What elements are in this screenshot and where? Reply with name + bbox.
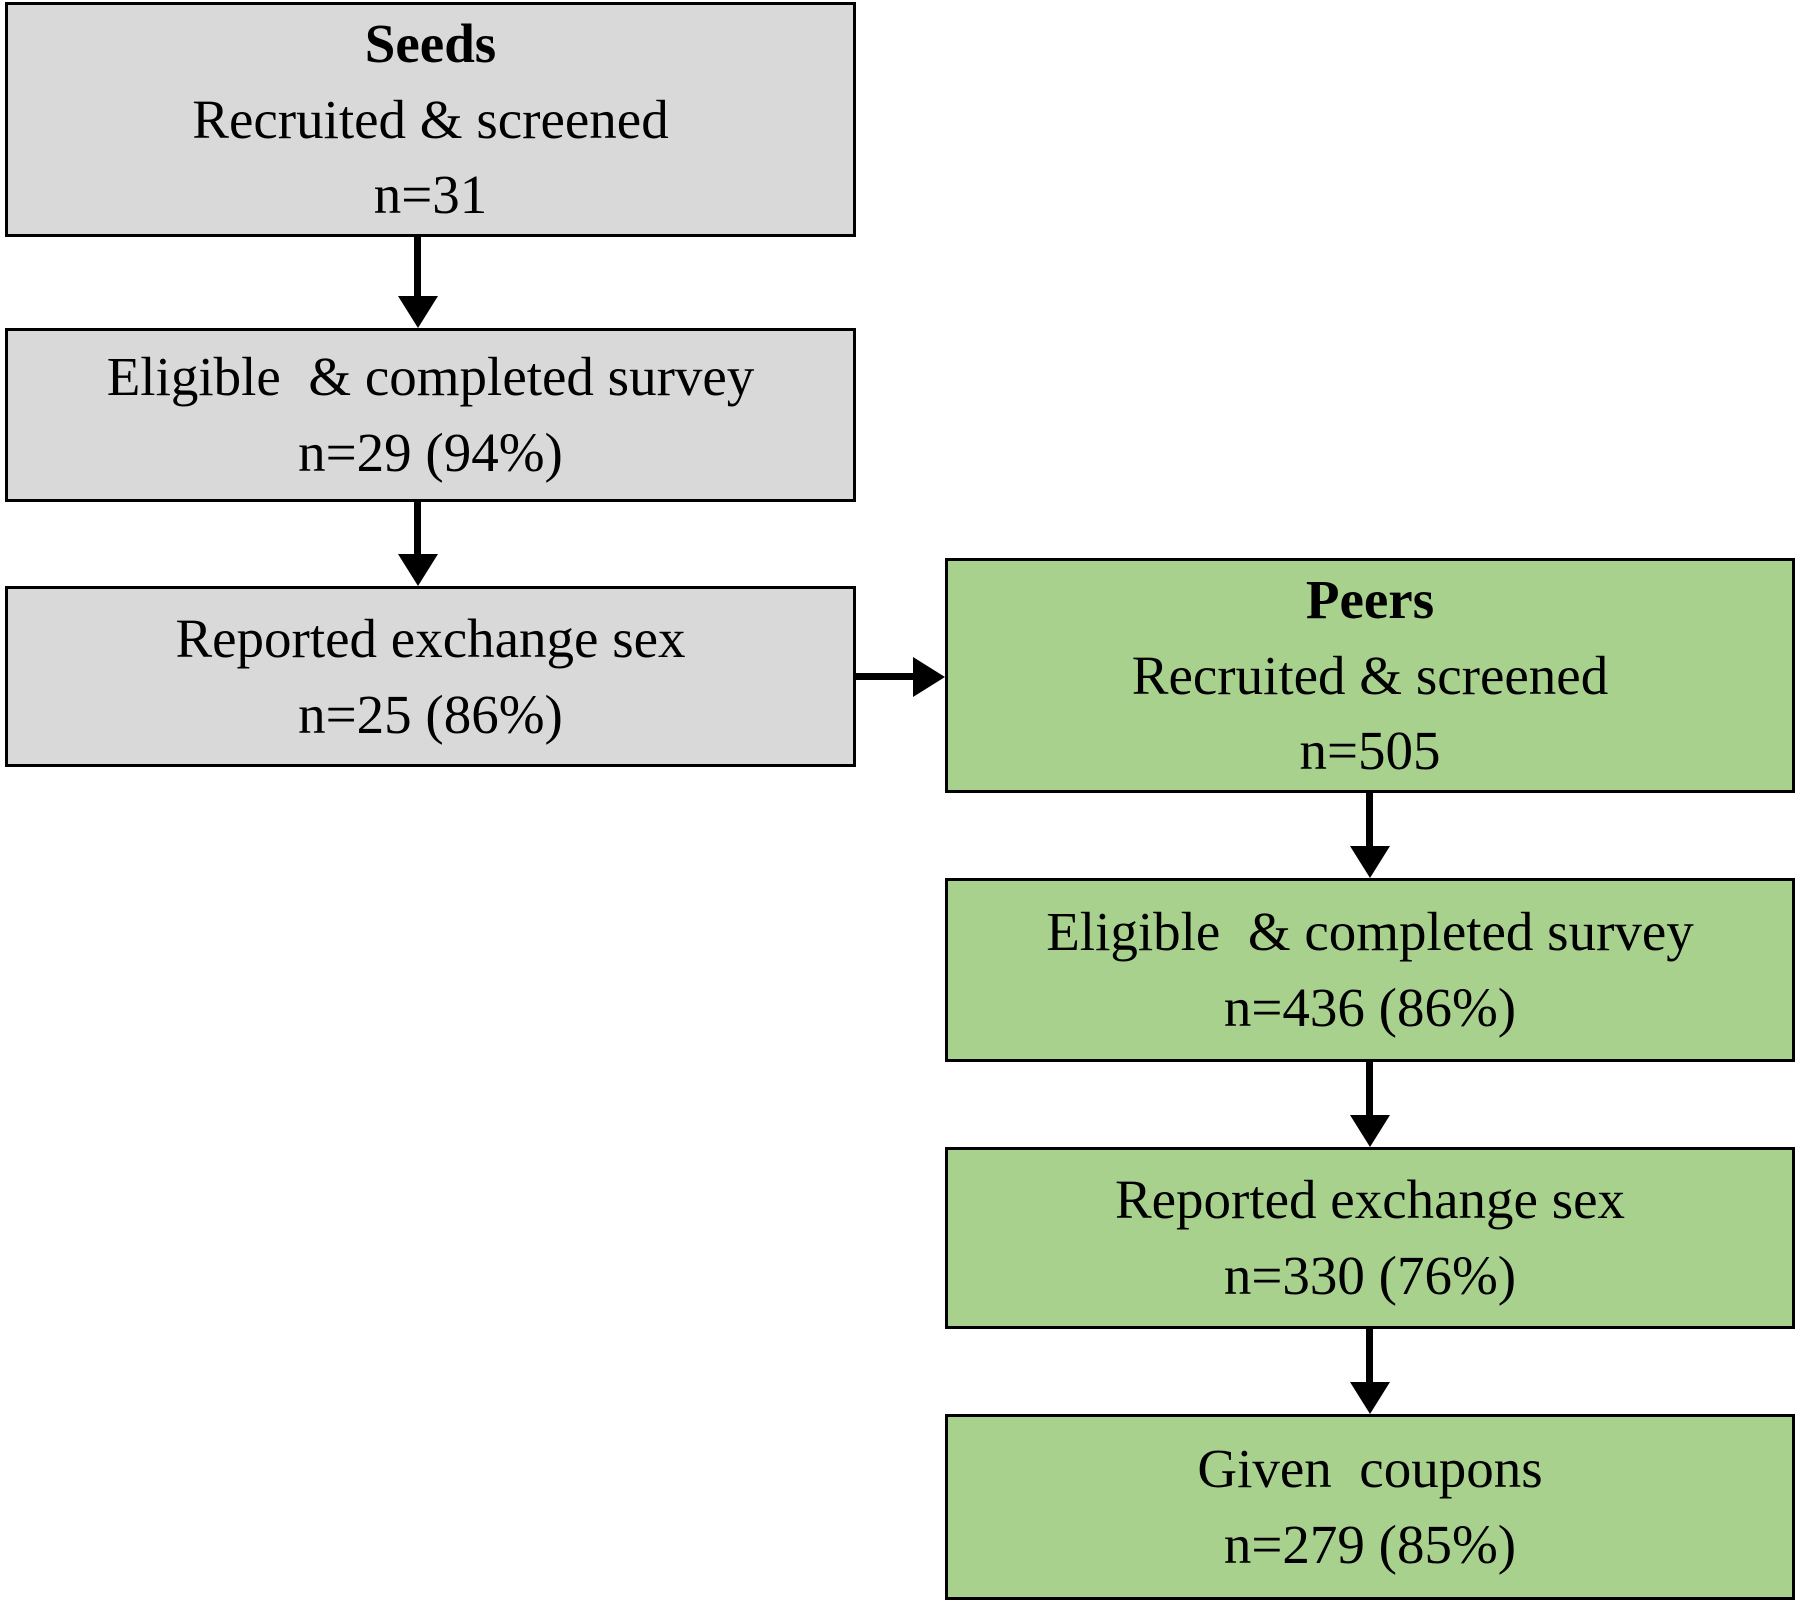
arrow-stem	[1366, 1329, 1373, 1386]
peers-recruited-screened-box: Peers Recruited & screened n=505	[945, 558, 1795, 793]
seeds-box-title: Seeds	[364, 12, 497, 74]
arrow-head-down-icon	[1350, 1382, 1390, 1414]
arrow-peers-exchange-to-coupons	[1350, 1329, 1390, 1414]
arrow-stem	[1366, 793, 1373, 850]
peers-eligible-line: Eligible & completed survey	[1046, 901, 1694, 963]
arrow-head-right-icon	[913, 657, 945, 697]
arrow-peers-eligible-to-exchange	[1350, 1062, 1390, 1147]
peers-box-title: Peers	[1305, 568, 1435, 630]
peers-eligible-count: n=436 (86%)	[1223, 977, 1517, 1038]
arrow-stem	[1366, 1062, 1373, 1119]
arrow-seeds-to-peers	[856, 657, 945, 697]
peers-coupons-count: n=279 (85%)	[1223, 1514, 1517, 1575]
arrow-stem	[414, 237, 421, 300]
peers-exchange-count: n=330 (76%)	[1223, 1245, 1517, 1306]
seeds-recruited-count: n=31	[373, 164, 488, 226]
peers-eligible-survey-box: Eligible & completed survey n=436 (86%)	[945, 878, 1795, 1062]
arrow-stem	[856, 673, 917, 680]
arrow-seeds-eligible-to-exchange	[398, 502, 438, 586]
peers-given-coupons-box: Given coupons n=279 (85%)	[945, 1414, 1795, 1600]
arrow-stem	[414, 502, 421, 558]
seeds-eligible-line: Eligible & completed survey	[106, 346, 755, 408]
arrow-seeds-recruited-to-eligible	[398, 237, 438, 328]
arrow-head-down-icon	[398, 554, 438, 586]
arrow-head-down-icon	[398, 296, 438, 328]
seeds-eligible-count: n=29 (94%)	[298, 422, 563, 483]
peers-exchange-line: Reported exchange sex	[1114, 1169, 1626, 1231]
peers-coupons-line: Given coupons	[1197, 1438, 1543, 1500]
seeds-exchange-line: Reported exchange sex	[175, 607, 686, 669]
seeds-eligible-survey-box: Eligible & completed survey n=29 (94%)	[5, 328, 856, 502]
seeds-exchange-count: n=25 (86%)	[298, 683, 563, 745]
seeds-recruited-line: Recruited & screened	[192, 88, 669, 150]
arrow-head-down-icon	[1350, 846, 1390, 878]
peers-recruited-line: Recruited & screened	[1131, 644, 1609, 706]
seeds-recruited-screened-box: Seeds Recruited & screened n=31	[5, 2, 856, 237]
peers-recruited-count: n=505	[1299, 720, 1441, 782]
arrow-head-down-icon	[1350, 1115, 1390, 1147]
peers-reported-exchange-sex-box: Reported exchange sex n=330 (76%)	[945, 1147, 1795, 1329]
arrow-peers-recruited-to-eligible	[1350, 793, 1390, 878]
seeds-reported-exchange-sex-box: Reported exchange sex n=25 (86%)	[5, 586, 856, 767]
